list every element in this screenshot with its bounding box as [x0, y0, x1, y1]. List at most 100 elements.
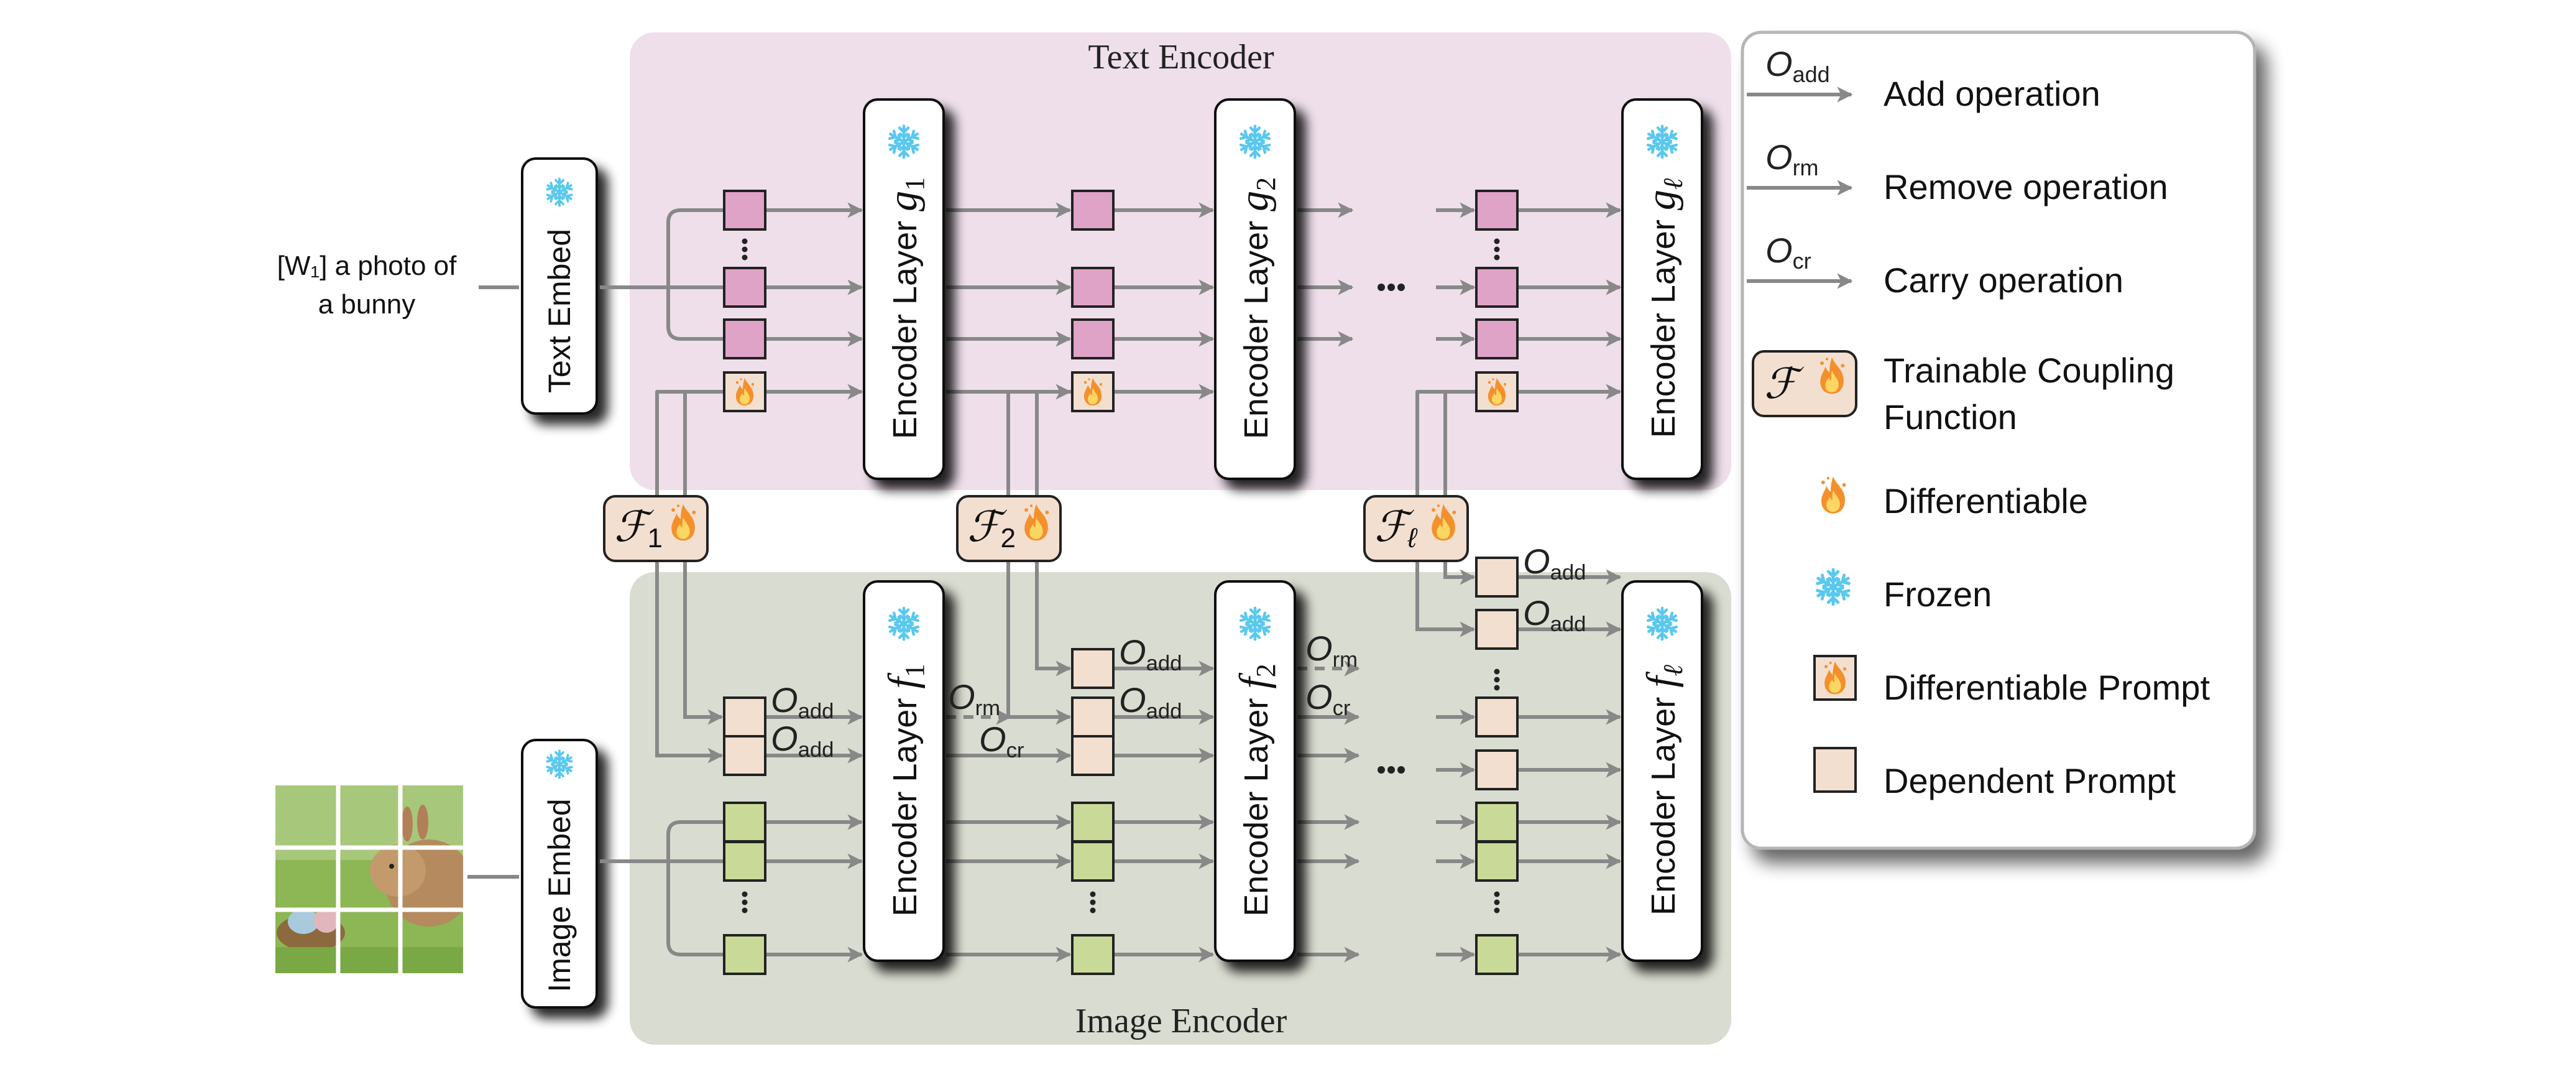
legend-op-symbol: Ocr — [1765, 231, 1811, 274]
vertical-ellipsis — [1494, 246, 1500, 252]
legend-differentiable-prompt-label: Differentiable Prompt — [1884, 668, 2210, 707]
text-embed-label: Text Embed — [542, 229, 577, 393]
coupling-to-image-arrow — [683, 561, 724, 725]
text-token — [1475, 267, 1519, 308]
image-token — [1071, 802, 1115, 843]
text-token — [723, 190, 766, 231]
legend-coupling-label-line1: Trainable Coupling — [1884, 351, 2174, 390]
text-encoder-layer-2 — [1214, 98, 1296, 480]
encoder-layer-label: Encoder Layer f2 — [1231, 664, 1281, 917]
encoder-layer-label: Encoder Layer g2 — [1231, 177, 1281, 439]
bunny-image-patches — [275, 785, 463, 973]
encoder-layer-label: Encoder Layer f1 — [880, 664, 930, 917]
image-embed-fanout — [666, 820, 724, 956]
encoder-layers: Encoder Layer g1 Encoder Layer g2 Encoder … — [863, 98, 1703, 962]
encoder-layer-box — [863, 98, 945, 480]
encoder-layer-label: Encoder Layer g1 — [880, 177, 930, 439]
encoder-layer-box — [1621, 98, 1703, 480]
image-encoder-title: Image Encoder — [1075, 1002, 1287, 1040]
image-token — [1475, 802, 1519, 843]
vertical-ellipsis — [1090, 899, 1096, 905]
image-token — [723, 802, 766, 843]
coupling-to-image-arrow — [1443, 561, 1476, 585]
vertical-ellipsis — [1494, 668, 1500, 675]
coupling-to-image-arrow — [1006, 561, 1072, 725]
image-embed-label: Image Embed — [542, 798, 577, 992]
vertical-ellipsis — [742, 254, 748, 261]
input-text-line1: [W₁] a photo of — [277, 251, 458, 281]
text-embed-block — [521, 157, 598, 415]
encoder-layer-box — [1214, 580, 1296, 962]
image-embed-block — [521, 739, 598, 1009]
text-token — [1071, 318, 1115, 359]
dependent-prompt-token — [1071, 735, 1115, 776]
input-text-line2: a bunny — [318, 289, 416, 320]
legend-differentiable-label: Differentiable — [1884, 481, 2088, 520]
vertical-ellipsis — [742, 907, 748, 914]
text-token — [723, 318, 766, 359]
legend-frozen-label: Frozen — [1884, 575, 1992, 614]
image-token — [1475, 934, 1519, 975]
encoder-layer-box — [1214, 98, 1296, 480]
coupling-function-label: ℱ2 — [967, 503, 1016, 553]
coupling-to-text-line — [1415, 390, 1476, 496]
coupling-to-text-line — [655, 390, 724, 496]
vertical-ellipsis — [742, 891, 748, 897]
dependent-prompt-token — [723, 696, 766, 738]
vertical-ellipsis — [742, 899, 748, 905]
encoder-layer-box — [1621, 580, 1703, 962]
text-token — [1071, 267, 1115, 308]
text-encoder-layer-3 — [1621, 98, 1703, 480]
image-token — [1071, 934, 1115, 975]
legend-cr-label: Carry operation — [1884, 261, 2123, 300]
dependent-prompt-token — [1475, 557, 1519, 598]
text-encoder-panel — [630, 32, 1731, 490]
legend-dependent-prompt-box — [1813, 747, 1857, 793]
vertical-ellipsis — [1494, 238, 1500, 244]
image-encoder-layer-2 — [1214, 580, 1296, 962]
dependent-prompt-token — [1475, 609, 1519, 650]
text-encoder-title: Text Encoder — [1088, 38, 1274, 76]
op-add-label: Oadd — [1523, 542, 1586, 585]
text-token — [1071, 190, 1115, 231]
vertical-ellipsis — [1494, 677, 1500, 683]
vertical-ellipsis — [1090, 907, 1096, 914]
dependent-prompt-token — [1475, 749, 1519, 790]
image-ellipsis — [1397, 766, 1405, 774]
vertical-ellipsis — [1494, 907, 1500, 914]
text-token — [723, 267, 766, 308]
text-encoder-layer-1 — [863, 98, 945, 480]
encoder-layer-label: Encoder Layer gℓ — [1639, 178, 1688, 438]
coupling-to-text-line — [1006, 390, 1072, 496]
legend-dependent-prompt-label: Dependent Prompt — [1884, 761, 2176, 800]
encoder-layer-box — [863, 580, 945, 962]
op-rm-label: Orm — [1305, 629, 1358, 672]
vertical-ellipsis — [1494, 891, 1500, 897]
dependent-prompt-token — [1071, 648, 1115, 689]
text-token — [1475, 190, 1519, 231]
dependent-prompt-token — [1071, 696, 1115, 738]
text-ellipsis — [1397, 284, 1405, 291]
dependent-prompt-token — [723, 735, 766, 776]
coupling-to-image-arrow — [655, 561, 724, 764]
image-token — [723, 841, 766, 882]
image-token — [1475, 841, 1519, 882]
text-token — [1475, 318, 1519, 359]
vertical-ellipsis — [742, 238, 748, 244]
text-ellipsis — [1378, 284, 1385, 291]
image-token — [723, 934, 766, 975]
image-ellipsis — [1378, 766, 1385, 774]
image-ellipsis — [1387, 766, 1395, 774]
vertical-ellipsis — [1494, 254, 1500, 261]
image-encoder-layer-3 — [1621, 580, 1703, 962]
legend-coupling-label-line2: Function — [1884, 397, 2017, 437]
connections-layer — [600, 202, 1622, 963]
legend-add-label: Add operation — [1884, 74, 2100, 113]
legend-rm-label: Remove operation — [1884, 167, 2168, 206]
text-embed-fanout — [666, 208, 724, 341]
vertical-ellipsis — [1090, 891, 1096, 897]
encoder-layer-label: Encoder Layer fℓ — [1639, 664, 1688, 915]
